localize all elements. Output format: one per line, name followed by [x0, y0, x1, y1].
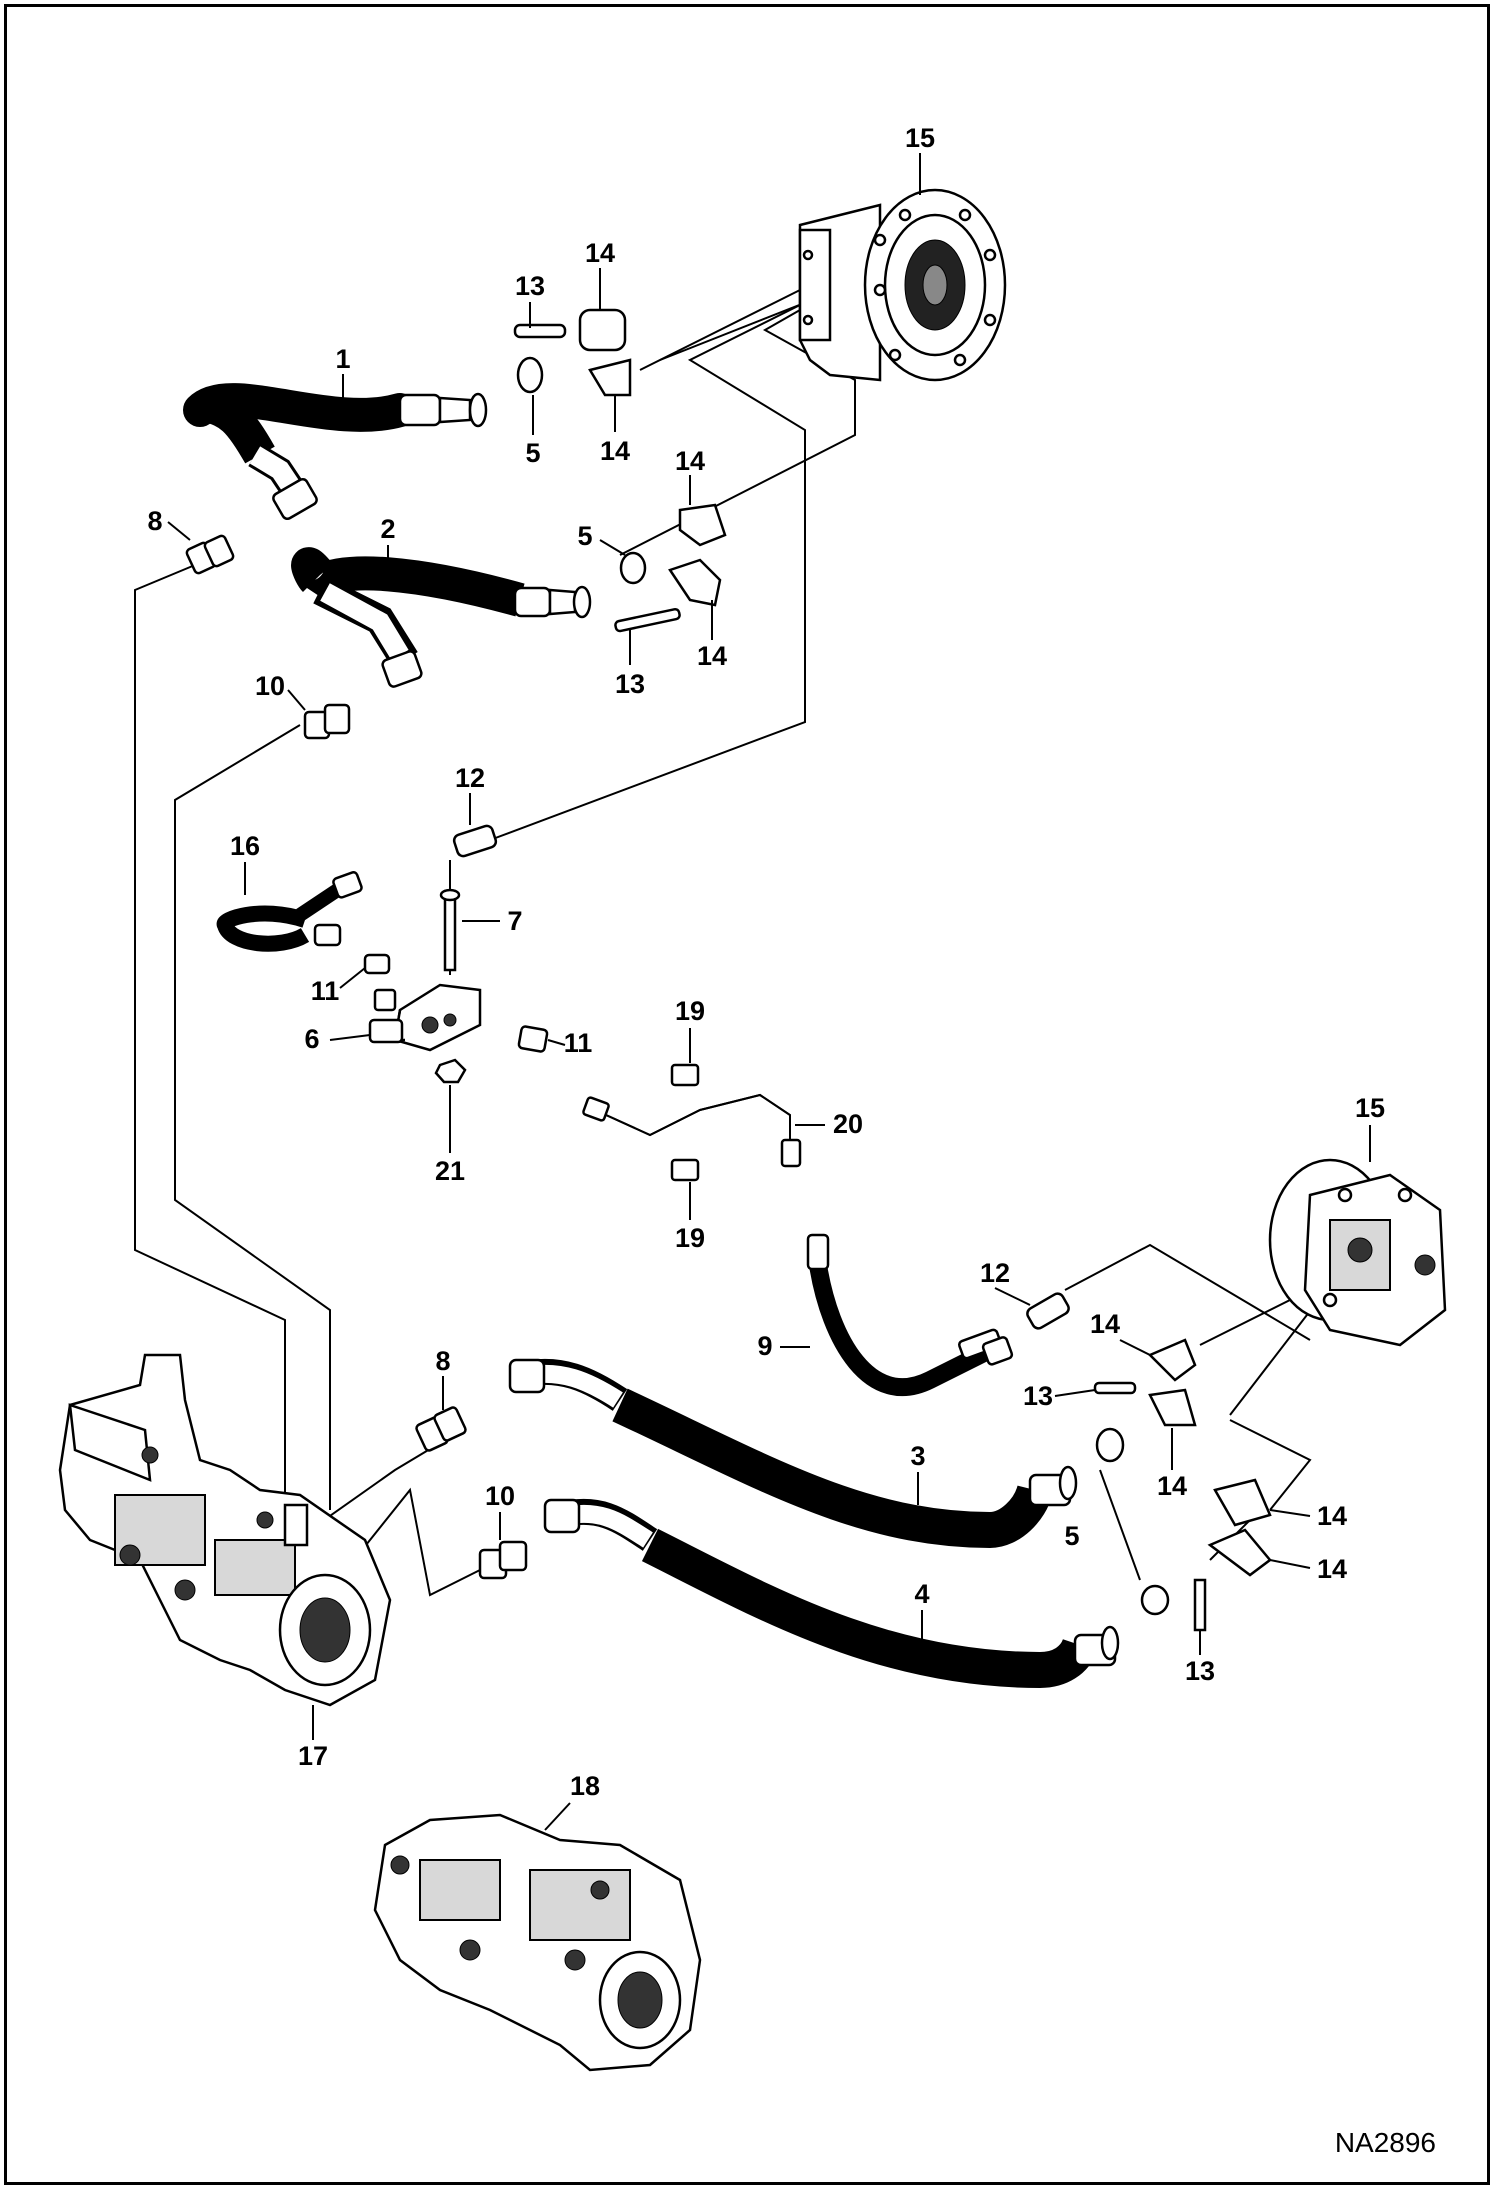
callout-4: 4 [914, 1579, 929, 1609]
callout-14: 14 [600, 436, 630, 466]
hose-2 [291, 547, 592, 688]
callout-10: 10 [255, 671, 285, 701]
callout-5: 5 [525, 438, 540, 468]
callout-10: 10 [485, 1481, 515, 1511]
callout-7: 7 [507, 906, 522, 936]
callout-19: 19 [675, 996, 705, 1026]
fitting-12-right [1026, 1292, 1070, 1330]
callout-21: 21 [435, 1156, 465, 1186]
hose-4 [543, 1498, 1120, 1689]
callout-15: 15 [1355, 1093, 1385, 1123]
callout-12: 12 [455, 763, 485, 793]
nut-21 [434, 1058, 467, 1084]
callout-11: 11 [311, 976, 340, 1006]
fitting-8-bottom [415, 1406, 467, 1452]
fitting-11-left [363, 953, 391, 975]
hydraulic-motor-top [798, 188, 1007, 382]
callout-14: 14 [585, 238, 615, 268]
callout-2: 2 [380, 514, 395, 544]
callout-9: 9 [757, 1331, 772, 1361]
callout-14: 14 [1317, 1554, 1347, 1584]
callout-16: 16 [230, 831, 260, 861]
fitting-10-bottom [478, 1540, 528, 1580]
callout-labels: 15 14 13 1 5 14 14 8 2 5 14 13 10 12 16 … [147, 123, 1385, 1801]
callout-17: 17 [298, 1741, 328, 1771]
clamp-group-2 [614, 503, 727, 633]
callout-13: 13 [1023, 1381, 1053, 1411]
callout-1: 1 [335, 344, 350, 374]
hydraulic-motor-right [1268, 1158, 1447, 1347]
hose-16 [216, 871, 363, 952]
fitting-11-right [517, 1025, 549, 1053]
callout-18: 18 [570, 1771, 600, 1801]
callout-8: 8 [147, 506, 162, 536]
callout-12: 12 [980, 1258, 1010, 1288]
fitting-8-top [185, 534, 235, 575]
fitting-10-top [303, 703, 351, 740]
clamp-group-3 [1093, 1338, 1272, 1632]
callout-3: 3 [910, 1441, 925, 1471]
callout-14: 14 [1090, 1309, 1120, 1339]
callout-13: 13 [1185, 1656, 1215, 1686]
drawing-id: NA2896 [1335, 2127, 1436, 2158]
valve-block-6 [368, 888, 482, 1052]
clamp-group-1 [513, 308, 632, 397]
drawing-frame [4, 4, 1490, 2185]
callout-20: 20 [833, 1109, 863, 1139]
hose-1 [183, 383, 488, 521]
callout-13: 13 [515, 271, 545, 301]
fitting-12-top [452, 824, 498, 858]
hose-3 [508, 1358, 1078, 1549]
callout-8: 8 [435, 1346, 450, 1376]
pump-18 [373, 1813, 702, 2072]
callout-14: 14 [697, 641, 727, 671]
tube-20 [582, 1063, 802, 1182]
hose-9 [806, 1233, 1014, 1396]
pump-17 [58, 1353, 392, 1707]
callout-15: 15 [905, 123, 935, 153]
callout-5: 5 [1064, 1521, 1079, 1551]
callout-14: 14 [675, 446, 705, 476]
callout-19: 19 [675, 1223, 705, 1253]
callout-14: 14 [1317, 1501, 1347, 1531]
callout-13: 13 [615, 669, 645, 699]
callout-11: 11 [564, 1028, 593, 1058]
callout-5: 5 [577, 521, 592, 551]
callout-6: 6 [304, 1024, 319, 1054]
callout-ticks [167, 153, 1371, 1831]
callout-14: 14 [1157, 1471, 1187, 1501]
